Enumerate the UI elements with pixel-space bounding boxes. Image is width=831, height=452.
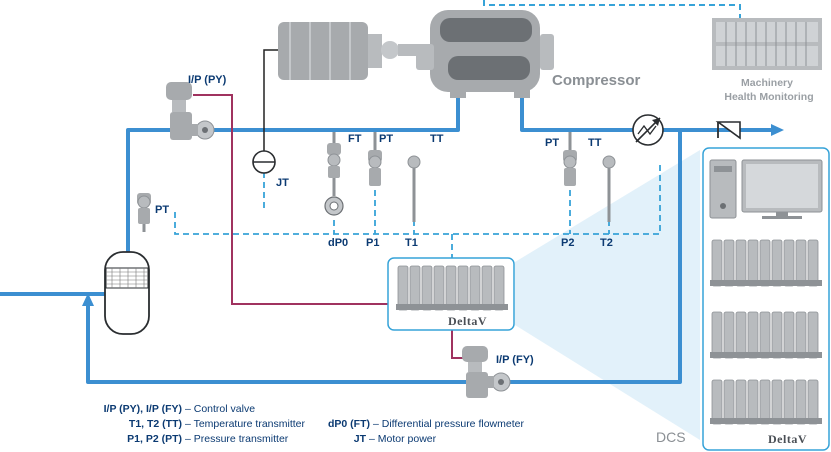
machinery-health-monitoring-rack: [712, 18, 822, 70]
deltav-controller: [387, 257, 515, 331]
pt-p1-transmitter: [368, 132, 382, 186]
control-valve-fy: [462, 346, 511, 398]
ft-flowmeter: [324, 132, 344, 216]
legend-key-control-valve: I/P (PY), I/P (FY): [104, 403, 182, 415]
pt-separator-label: PT: [155, 204, 169, 216]
ip-py-label: I/P (PY): [188, 74, 227, 86]
legend-text-flowmeter: – Differential pressure flowmeter: [373, 418, 524, 430]
machinery-signal-line: [483, 0, 741, 18]
p2-label: P2: [561, 237, 574, 249]
pt-p2-transmitter: [563, 132, 577, 186]
legend-text-control-valve: – Control valve: [185, 403, 255, 415]
separator-vessel: [104, 251, 150, 335]
legend-key-pressure: P1, P2 (PT): [127, 433, 182, 445]
t2-label: T2: [600, 237, 613, 249]
machinery-label-line2: Health Monitoring: [724, 91, 813, 103]
compressor: [416, 10, 554, 98]
dp0-label: dP0: [328, 237, 348, 249]
legend: I/P (PY), I/P (FY) – Control valve T1, T…: [104, 403, 525, 445]
ft-label: FT: [348, 133, 362, 145]
tt-t1-transmitter: [407, 155, 421, 222]
tt-t2-transmitter: [602, 155, 616, 222]
dcs-panel: [702, 147, 830, 451]
process-piping: [0, 96, 772, 384]
dcs-label: DCS: [656, 429, 686, 445]
legend-text-temperature: – Temperature transmitter: [185, 418, 306, 430]
t1-label: T1: [405, 237, 418, 249]
legend-key-motor-power: JT: [354, 433, 367, 445]
pt-p2-label: PT: [545, 137, 559, 149]
jt-label: JT: [276, 177, 289, 189]
outlet-arrow: [771, 124, 784, 136]
tt-t2-label: TT: [588, 137, 602, 149]
legend-key-flowmeter: dP0 (FT): [328, 418, 370, 430]
motor: [278, 22, 428, 80]
pt-separator-transmitter: [137, 193, 151, 232]
machinery-label-line1: Machinery: [741, 77, 793, 89]
dcs-zoom-beam: [515, 150, 700, 440]
pt-p1-label: PT: [379, 133, 393, 145]
ip-fy-label: I/P (FY): [496, 354, 534, 366]
control-valve-py: [166, 82, 215, 140]
compressor-label: Compressor: [552, 72, 641, 89]
deltav-controller-label: DeltaV: [448, 314, 487, 328]
legend-text-pressure: – Pressure transmitter: [185, 433, 289, 445]
tt-t1-label: TT: [430, 133, 444, 145]
cooler: [632, 114, 664, 146]
legend-key-temperature: T1, T2 (TT): [129, 418, 182, 430]
check-valve: [715, 121, 741, 140]
jt-meter: [252, 150, 276, 174]
legend-text-motor-power: – Motor power: [369, 433, 437, 445]
jt-signal-line: [263, 49, 278, 152]
recycle-arrow: [82, 293, 94, 306]
p1-label: P1: [366, 237, 379, 249]
deltav-panel-label: DeltaV: [768, 432, 807, 446]
